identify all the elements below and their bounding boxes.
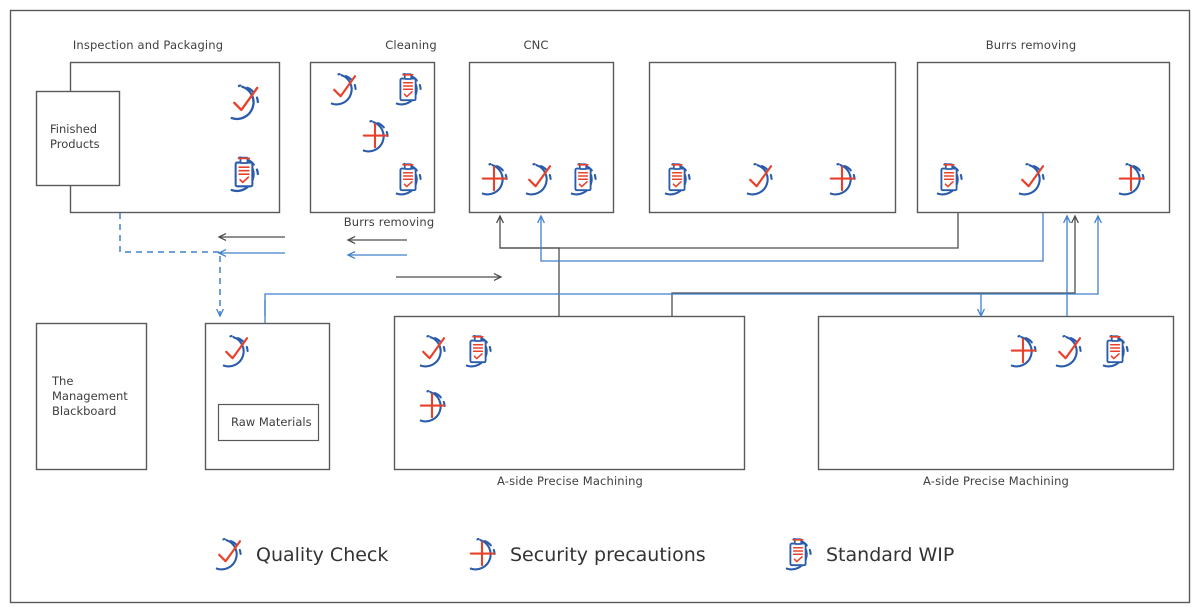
label-a-side-precise-machining-2: A-side Precise Machining bbox=[923, 474, 1069, 488]
security-precautions-icon bbox=[474, 159, 514, 199]
label-cleaning: Cleaning bbox=[385, 38, 437, 52]
quality-check-icon bbox=[323, 69, 363, 109]
legend-label-quality-check: Quality Check bbox=[256, 544, 389, 566]
quality-check-icon bbox=[739, 159, 779, 199]
connector-dark-aside2-to-burrs bbox=[671, 214, 1079, 316]
box-raw-materials-station[interactable] bbox=[204, 322, 331, 471]
text-finished-products: Finished Products bbox=[50, 122, 100, 151]
text-raw-materials: Raw Materials bbox=[231, 415, 312, 429]
quality-check-icon bbox=[215, 331, 255, 371]
standard-wip-icon bbox=[388, 69, 428, 109]
quality-check-icon bbox=[1011, 159, 1051, 199]
standard-wip-icon bbox=[929, 159, 969, 199]
connector-dark-burrs-to-cnc bbox=[500, 213, 959, 249]
box-station-middle[interactable] bbox=[648, 61, 897, 214]
label-a-side-precise-machining-1: A-side Precise Machining bbox=[497, 474, 643, 488]
security-precautions-icon bbox=[1003, 331, 1043, 371]
standard-wip-icon bbox=[657, 159, 697, 199]
box-raw-materials[interactable] bbox=[217, 403, 320, 442]
security-precautions-icon bbox=[822, 159, 862, 199]
security-precautions-icon bbox=[412, 386, 452, 426]
label-burrs-removing-top: Burrs removing bbox=[985, 38, 1077, 52]
legend-label-standard-wip: Standard WIP bbox=[826, 544, 955, 566]
box-burrs-removing[interactable] bbox=[916, 61, 1171, 214]
box-management-blackboard[interactable] bbox=[35, 322, 148, 471]
quality-check-icon bbox=[518, 159, 558, 199]
security-precautions-icon bbox=[462, 534, 502, 574]
standard-wip-icon bbox=[563, 159, 603, 199]
quality-check-icon bbox=[1048, 331, 1088, 371]
label-burrs-removing-middle: Burrs removing bbox=[343, 215, 435, 229]
label-inspection-and-packaging: Inspection and Packaging bbox=[72, 38, 224, 52]
quality-check-icon bbox=[222, 80, 266, 124]
standard-wip-icon bbox=[388, 159, 428, 199]
standard-wip-icon bbox=[458, 331, 498, 371]
label-cnc: CNC bbox=[523, 38, 549, 52]
connector-blue-return-to-cnc bbox=[537, 213, 1044, 262]
quality-check-icon bbox=[208, 534, 248, 574]
box-finished-products[interactable] bbox=[35, 90, 121, 187]
standard-wip-icon bbox=[778, 534, 818, 574]
connector-dashed-inspection-to-raw bbox=[119, 213, 224, 318]
standard-wip-icon bbox=[1095, 331, 1135, 371]
outer-frame bbox=[9, 9, 1191, 604]
security-precautions-icon bbox=[355, 116, 395, 156]
box-a-side-machining-1[interactable] bbox=[393, 315, 746, 471]
legend-label-security-precautions: Security precautions bbox=[510, 544, 706, 566]
text-management-blackboard: The Management Blackboard bbox=[52, 374, 128, 418]
quality-check-icon bbox=[412, 331, 452, 371]
security-precautions-icon bbox=[1111, 159, 1151, 199]
standard-wip-icon bbox=[222, 152, 266, 196]
